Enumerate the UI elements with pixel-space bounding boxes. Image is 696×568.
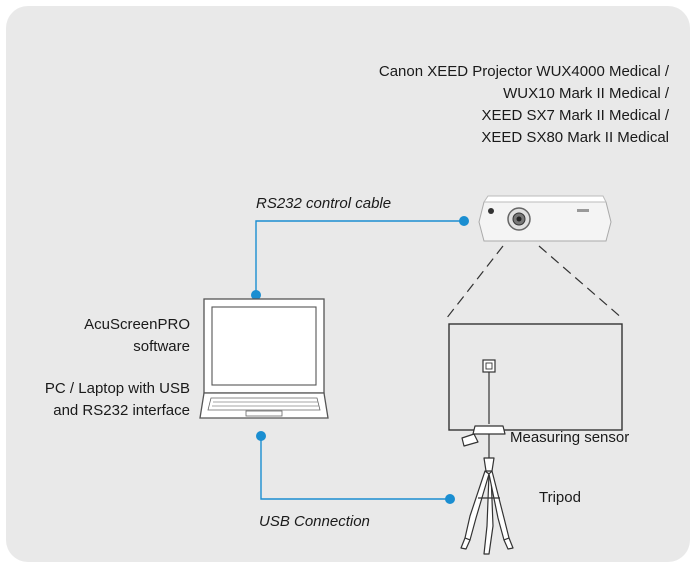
laptop-icon [199, 298, 329, 419]
pc-label-line: PC / Laptop with USB [44, 380, 190, 397]
sensor-icon [482, 359, 496, 424]
projector-label-line: XEED SX7 Mark II Medical / [481, 107, 669, 124]
usb-cable-endpoint-laptop [256, 431, 266, 441]
tripod-label: Tripod [539, 489, 581, 506]
diagram-graphics [199, 195, 624, 555]
pc-label-line: and RS232 interface [53, 402, 190, 419]
pc-label: PC / Laptop with USB and RS232 interface [45, 378, 190, 422]
measuring-sensor-label: Measuring sensor [510, 429, 630, 446]
screen-icon [448, 323, 623, 431]
rs232-cable-endpoint-projector [459, 216, 469, 226]
software-label-line: software [133, 338, 190, 355]
projector-label-line: WUX10 Mark II Medical / [503, 85, 669, 102]
projector-label: Canon XEED Projector WUX4000 Medical / W… [379, 61, 669, 149]
software-label: AcuScreenPRO software [84, 314, 190, 358]
rs232-cable-line [255, 220, 464, 295]
diagram-panel: Canon XEED Projector WUX4000 Medical / W… [6, 6, 690, 562]
projector-icon [478, 195, 612, 242]
rs232-cable-label: RS232 control cable [256, 195, 392, 212]
projector-label-line: XEED SX80 Mark II Medical [481, 129, 669, 146]
projector-label-line: Canon XEED Projector WUX4000 Medical / [378, 63, 669, 80]
usb-connection-label: USB Connection [259, 513, 370, 530]
usb-cable-endpoint-tripod [445, 494, 455, 504]
rs232-cable-endpoint-laptop [251, 290, 261, 300]
tripod-icon [460, 425, 514, 555]
software-label-line: AcuScreenPRO [84, 316, 190, 333]
projection-line-left [445, 245, 504, 320]
projection-line-right [538, 245, 624, 320]
usb-cable-line [260, 436, 450, 500]
